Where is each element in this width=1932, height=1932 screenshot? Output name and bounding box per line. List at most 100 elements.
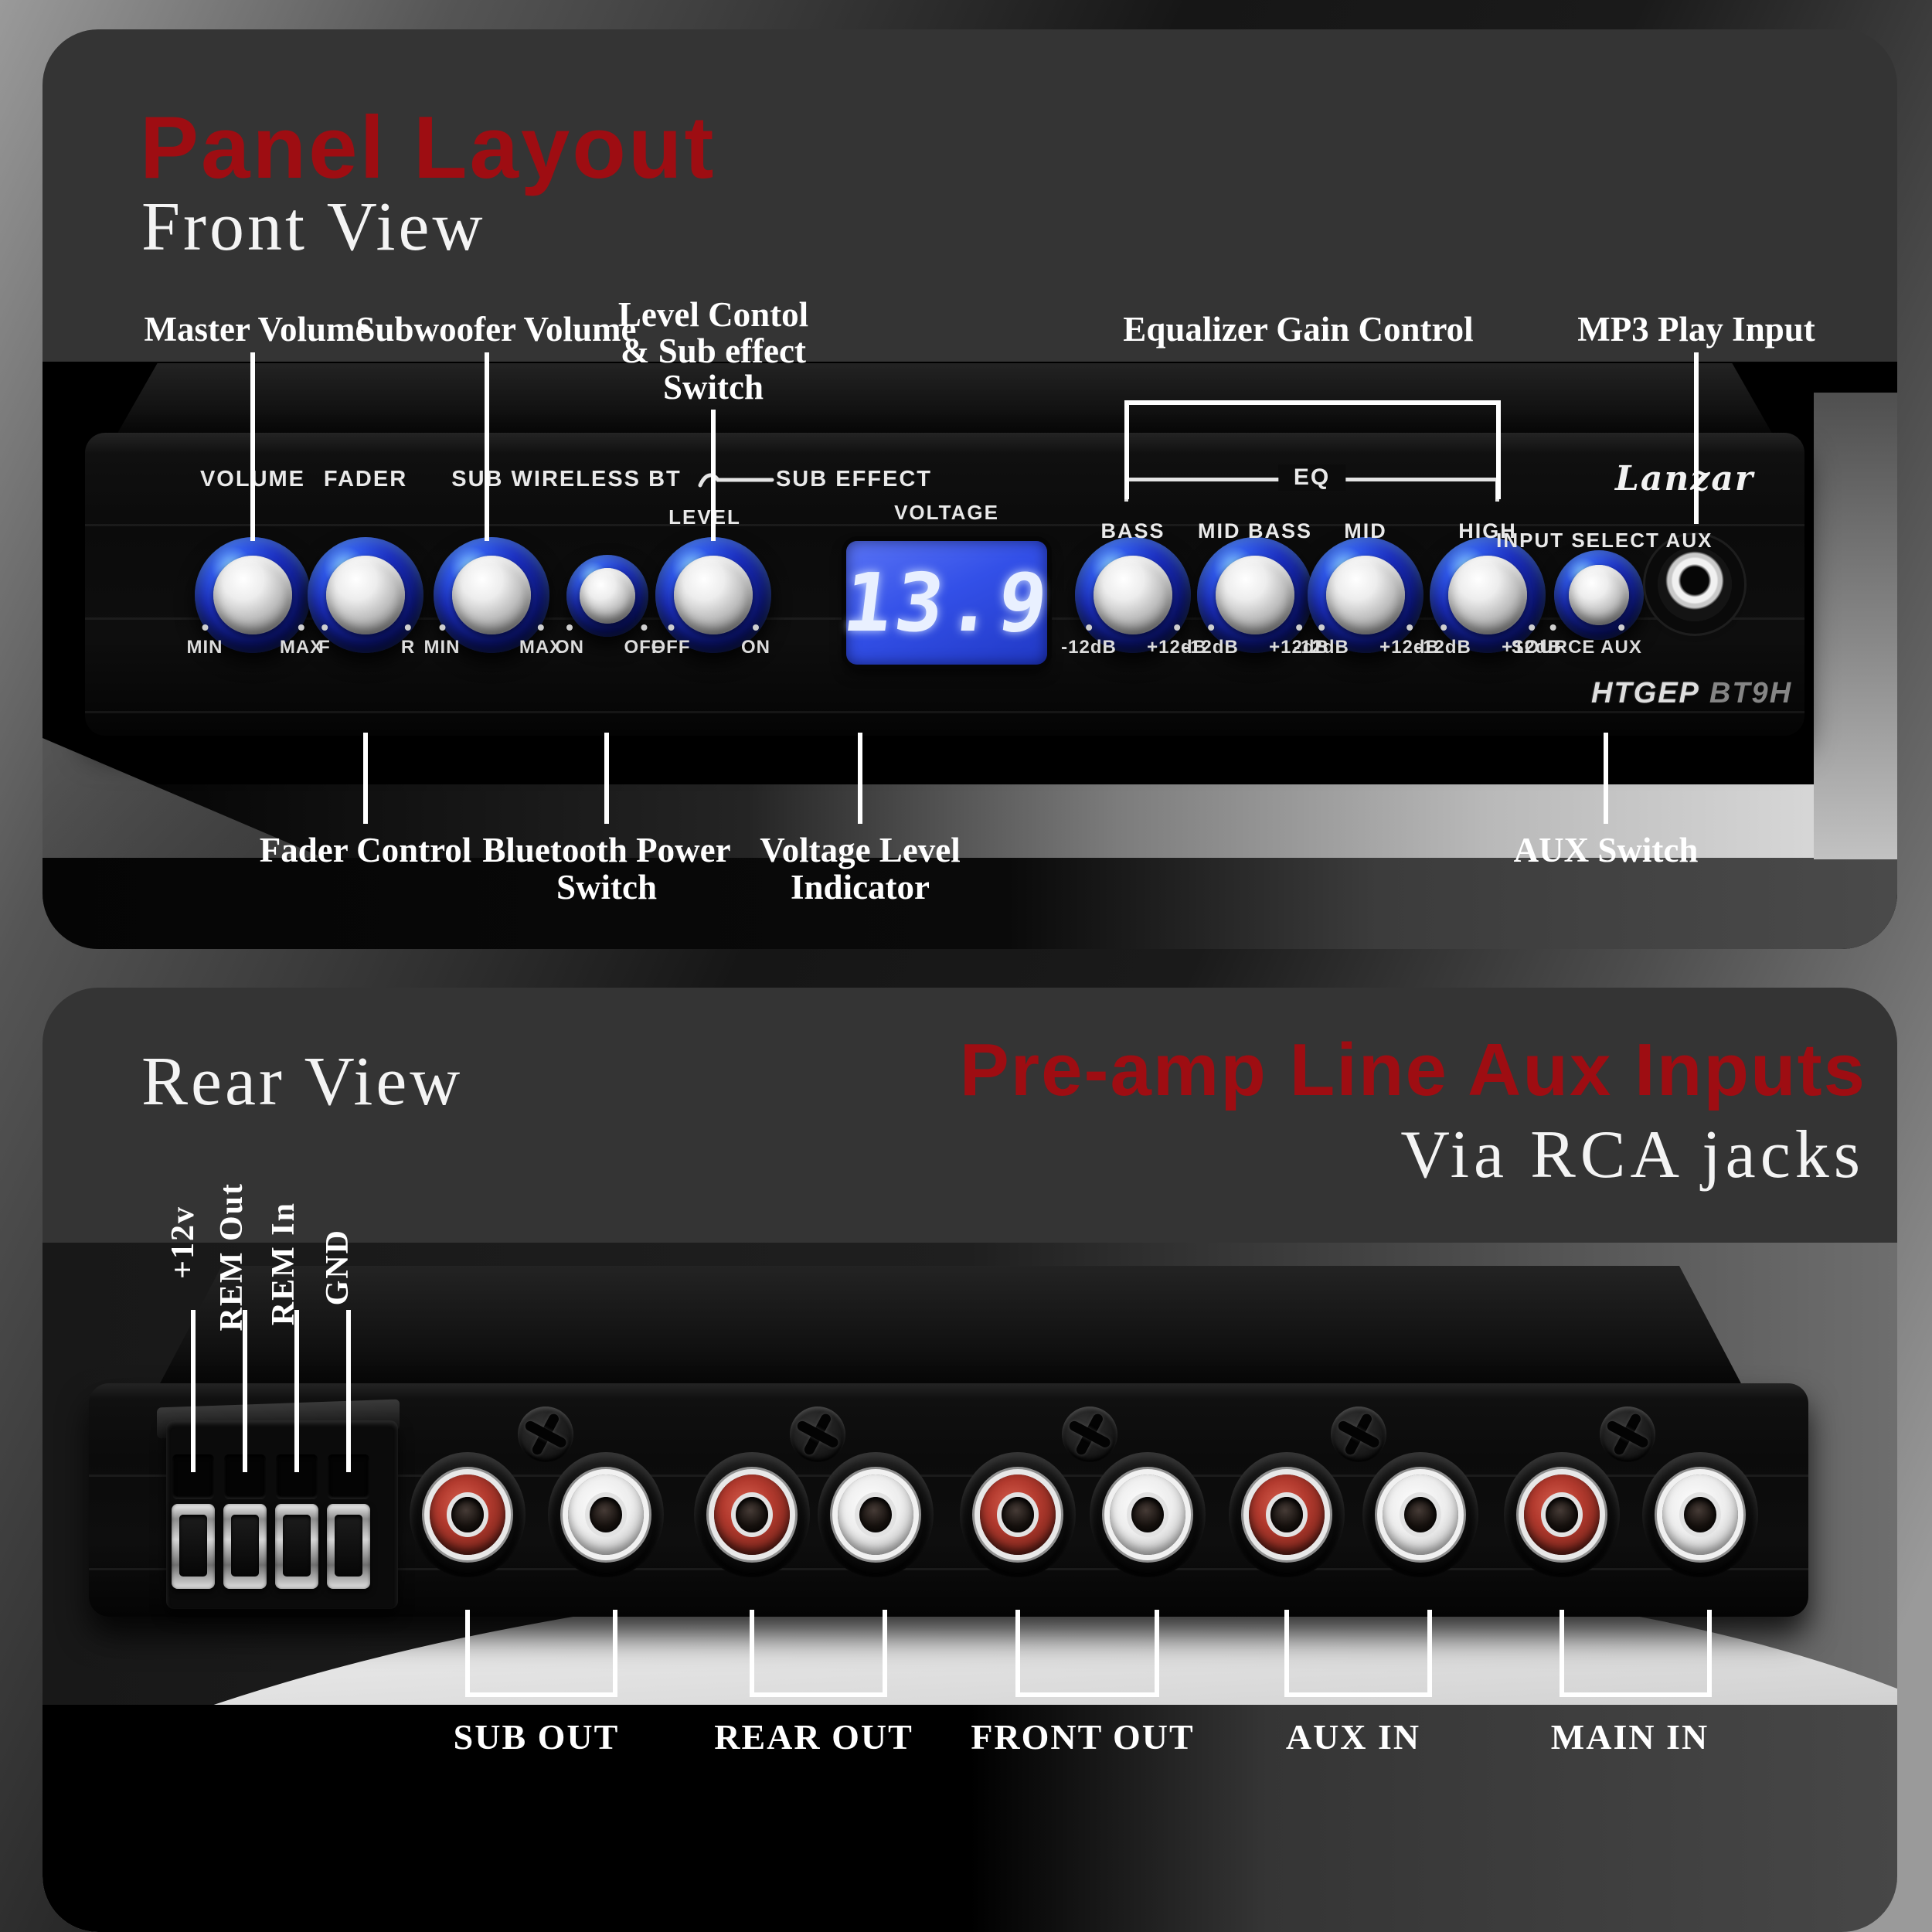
- mid-bass-band-label: MID BASS: [1197, 519, 1313, 543]
- mp3-aux-input-jack[interactable]: [1658, 547, 1732, 621]
- bass-min-scale: -12dB: [1061, 637, 1117, 658]
- rca-jack-white[interactable]: [1090, 1452, 1206, 1577]
- subwoofer-volume-knob[interactable]: [434, 537, 549, 653]
- fader-rear-scale: R: [400, 637, 416, 658]
- fader-front-scale: F: [318, 637, 331, 658]
- callout-line: [1694, 352, 1699, 524]
- level-label: LEVEL: [668, 505, 741, 529]
- aux-scale: AUX: [1600, 637, 1642, 658]
- volume-max-scale: MAX: [279, 637, 324, 658]
- jack-group-label-front-out: FRONT OUT: [971, 1717, 1195, 1757]
- sub-effect-section-label: SUB EFFECT: [775, 467, 933, 492]
- screw-icon: [1600, 1406, 1655, 1462]
- callout-equalizer-gain: Equalizer Gain Control: [1123, 310, 1474, 349]
- input-select-switch[interactable]: [1554, 550, 1644, 640]
- jack-group-bracket: [465, 1610, 617, 1697]
- rca-hole: [590, 1497, 622, 1532]
- screw-icon: [518, 1406, 573, 1462]
- mid-bass-gain-knob[interactable]: [1197, 537, 1313, 653]
- terminal-screw[interactable]: [327, 1504, 370, 1589]
- sub-effect-flourish-icon: [698, 473, 774, 488]
- callout-line: [485, 352, 489, 541]
- rca-hole: [859, 1497, 892, 1532]
- terminal-label-12v: +12v: [165, 1206, 201, 1279]
- eq-label: EQ: [1277, 464, 1346, 491]
- terminal-screw[interactable]: [275, 1504, 318, 1589]
- background-surface-right: [1814, 393, 1897, 859]
- bluetooth-power-switch[interactable]: [566, 555, 648, 637]
- bass-band-label: BASS: [1100, 519, 1165, 543]
- callout-fader-control: Fader Control: [259, 831, 472, 869]
- volume-min-scale: MIN: [186, 637, 223, 658]
- voltage-label: VOLTAGE: [894, 501, 999, 524]
- rca-jack-red[interactable]: [1504, 1452, 1620, 1577]
- terminal-screw[interactable]: [223, 1504, 267, 1589]
- callout-voltage-indicator: Voltage Level Indicator: [760, 831, 961, 906]
- rear-heading: Pre-amp Line Aux Inputs: [959, 1029, 1866, 1111]
- callout-line: [243, 1310, 247, 1472]
- master-volume-knob[interactable]: [195, 537, 311, 653]
- rca-hole: [451, 1497, 484, 1532]
- rca-hole: [1546, 1497, 1578, 1532]
- callout-line: [711, 410, 716, 541]
- voltage-display: 13.9: [838, 541, 1056, 665]
- sub-wireless-bt-label: SUB WIRELESS BT: [451, 467, 682, 492]
- mid-gain-knob[interactable]: [1308, 537, 1423, 653]
- callout-line: [363, 733, 368, 824]
- jack-group-bracket: [750, 1610, 887, 1697]
- rca-jack-red[interactable]: [960, 1452, 1076, 1577]
- rear-view-subtitle: Rear View: [141, 1043, 464, 1120]
- bt-on-scale: ON: [555, 637, 584, 658]
- sub-min-scale: MIN: [423, 637, 461, 658]
- fader-knob[interactable]: [308, 537, 423, 653]
- rca-hole: [1684, 1497, 1716, 1532]
- rca-jack-red[interactable]: [694, 1452, 810, 1577]
- terminal-label-gnd: GND: [320, 1229, 355, 1306]
- mid-band-label: MID: [1344, 519, 1387, 543]
- terminal-label-rem-out: REM Out: [214, 1182, 250, 1332]
- callout-line: [1604, 733, 1608, 824]
- callout-line: [346, 1310, 351, 1472]
- high-gain-knob[interactable]: [1430, 537, 1546, 653]
- rca-hole: [1404, 1497, 1437, 1532]
- high-band-label: HIGH: [1458, 519, 1517, 543]
- callout-line: [250, 352, 255, 541]
- terminal-label-rem-in: REM In: [266, 1202, 301, 1326]
- brand-logo: Lanzar: [1614, 459, 1755, 498]
- device-top-face: [116, 363, 1774, 436]
- callout-bluetooth-switch: Bluetooth Power Switch: [482, 831, 731, 906]
- rca-hole: [1270, 1497, 1303, 1532]
- front-view-subtitle: Front View: [141, 189, 486, 265]
- device-top-face: [158, 1266, 1743, 1386]
- callout-aux-switch: AUX Switch: [1513, 831, 1699, 869]
- callout-mp3-input: MP3 Play Input: [1577, 310, 1815, 349]
- jack-group-label-rear-out: REAR OUT: [714, 1717, 913, 1757]
- equalizer-callout-bracket: [1124, 400, 1501, 499]
- rca-jack-white[interactable]: [1642, 1452, 1758, 1577]
- mid-bass-min-scale: -12dB: [1183, 637, 1239, 658]
- terminal-screw[interactable]: [172, 1504, 215, 1589]
- callout-line: [294, 1310, 299, 1472]
- jack-group-label-main-in: MAIN IN: [1550, 1717, 1709, 1757]
- rca-jack-white[interactable]: [818, 1452, 934, 1577]
- lower-shadow-area: [43, 1705, 1897, 1932]
- rca-jack-white[interactable]: [1362, 1452, 1478, 1577]
- callout-line: [604, 733, 609, 824]
- aux-jack-label: AUX: [1665, 529, 1713, 552]
- power-terminal-block: [166, 1420, 398, 1609]
- rca-jack-red[interactable]: [1229, 1452, 1345, 1577]
- rear-view-card: Rear View Pre-amp Line Aux Inputs Via RC…: [43, 988, 1897, 1932]
- rca-jack-red[interactable]: [410, 1452, 526, 1577]
- high-min-scale: -12dB: [1416, 637, 1471, 658]
- rca-jack-white[interactable]: [548, 1452, 664, 1577]
- fader-section-label: FADER: [323, 467, 408, 492]
- rear-subheading: Via RCA jacks: [1400, 1117, 1865, 1192]
- jack-group-bracket: [1560, 1610, 1712, 1697]
- callout-subwoofer-volume: Subwoofer Volume: [355, 310, 637, 349]
- jack-group-bracket: [1284, 1610, 1432, 1697]
- input-select-label: INPUT SELECT: [1496, 529, 1660, 552]
- screw-icon: [790, 1406, 845, 1462]
- level-knob[interactable]: [655, 537, 771, 653]
- bass-gain-knob[interactable]: [1075, 537, 1191, 653]
